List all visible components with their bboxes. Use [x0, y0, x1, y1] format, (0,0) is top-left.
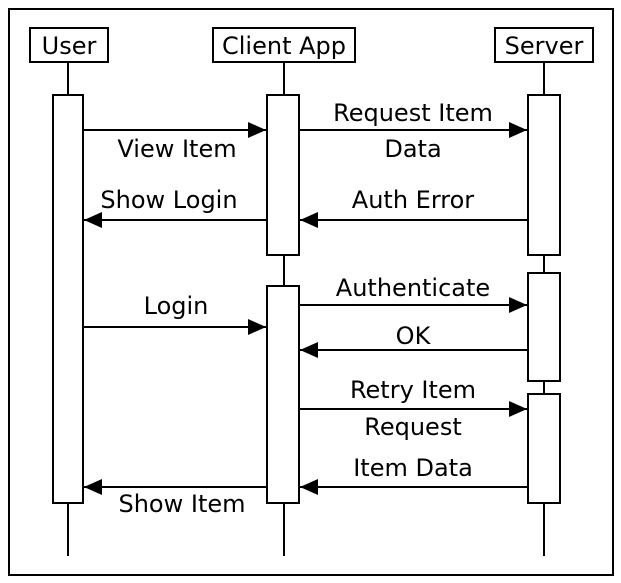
participant-server-label: Server	[505, 32, 584, 60]
client-activation-1	[266, 94, 300, 256]
participant-user: User	[29, 27, 109, 63]
message-label-view-item: View Item	[117, 135, 236, 163]
participant-client-label: Client App	[222, 32, 346, 60]
client-activation-2	[266, 285, 300, 504]
message-label-show-item: Show Item	[118, 490, 245, 518]
server-activation-3	[527, 393, 561, 504]
message-label-authenticate: Authenticate	[336, 274, 490, 302]
message-label-login: Login	[144, 292, 209, 320]
diagram-frame	[8, 8, 614, 576]
message-label-ok: OK	[396, 322, 432, 350]
message-label-request-item-data-2: Data	[384, 135, 441, 163]
message-label-item-data: Item Data	[353, 454, 473, 482]
message-label-request-item-data-1: Request Item	[333, 99, 493, 127]
message-label-retry-item-request-2: Request	[364, 413, 462, 441]
user-activation	[52, 94, 84, 504]
server-activation-2	[527, 272, 561, 382]
server-activation-1	[527, 94, 561, 256]
participant-server: Server	[494, 27, 594, 63]
message-label-auth-error: Auth Error	[352, 186, 475, 214]
participant-user-label: User	[42, 32, 97, 60]
participant-client: Client App	[212, 27, 356, 63]
message-label-retry-item-request-1: Retry Item	[350, 376, 476, 404]
message-label-show-login: Show Login	[100, 186, 237, 214]
